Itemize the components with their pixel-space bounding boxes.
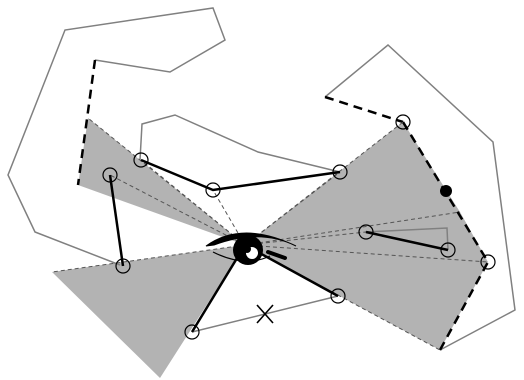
inner-obstacle-top (140, 115, 340, 172)
dashed-edge-right-top (325, 97, 403, 122)
cross-mark-icon (257, 305, 273, 323)
filled-dot-icon (440, 185, 452, 197)
eye-pupil (243, 245, 251, 253)
visible-region (52, 118, 488, 378)
